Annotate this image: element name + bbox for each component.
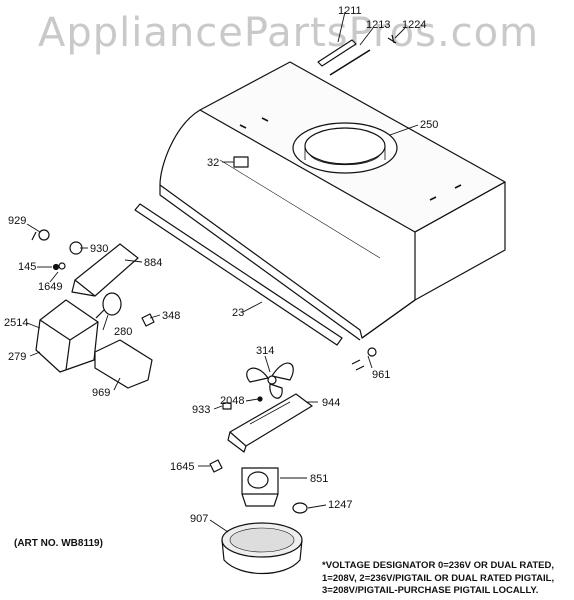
label-145: 145 bbox=[18, 261, 36, 273]
lamp-housing bbox=[35, 292, 122, 373]
round-filter bbox=[221, 522, 303, 575]
label-969: 969 bbox=[92, 387, 110, 399]
art-number: (ART NO. WB8119) bbox=[14, 538, 103, 549]
part-1645 bbox=[209, 459, 223, 473]
light-lens bbox=[94, 339, 153, 389]
hood-body bbox=[159, 61, 506, 341]
part-1247 bbox=[292, 502, 308, 514]
label-944: 944 bbox=[322, 397, 340, 409]
part-933 bbox=[222, 402, 232, 410]
label-1213: 1213 bbox=[366, 19, 390, 31]
label-961: 961 bbox=[372, 369, 390, 381]
label-348: 348 bbox=[162, 310, 180, 322]
label-851: 851 bbox=[310, 473, 328, 485]
watermark: AppliancePartsPros.com bbox=[38, 10, 540, 56]
label-314: 314 bbox=[256, 345, 274, 357]
fan-blade bbox=[246, 362, 294, 399]
label-1247: 1247 bbox=[328, 499, 352, 511]
footnote-line: *VOLTAGE DESIGNATOR 0=236V OR DUAL RATED… bbox=[322, 560, 554, 571]
label-1224: 1224 bbox=[402, 19, 426, 31]
fan-motor bbox=[241, 467, 279, 507]
voltage-footnote: *VOLTAGE DESIGNATOR 0=236V OR DUAL RATED… bbox=[322, 560, 572, 598]
light-bracket bbox=[71, 243, 139, 297]
label-2514: 2514 bbox=[4, 317, 28, 329]
callout-labels: 1211 1213 1224 250 32 929 930 884 145 16… bbox=[4, 5, 438, 525]
leader-lines bbox=[26, 11, 419, 533]
footnote-line: 1=208V, 2=236V/PIGTAIL OR DUAL RATED PIG… bbox=[322, 572, 555, 584]
bracket-32 bbox=[233, 156, 249, 168]
footnote-line: 3=208V/PIGTAIL-PURCHASE PIGTAIL LOCALLY. bbox=[322, 585, 539, 596]
label-250: 250 bbox=[420, 119, 438, 131]
label-279: 279 bbox=[8, 351, 26, 363]
label-907: 907 bbox=[190, 513, 208, 525]
filter-strip bbox=[134, 203, 343, 346]
label-280: 280 bbox=[114, 326, 132, 338]
label-884: 884 bbox=[144, 257, 162, 269]
label-1211: 1211 bbox=[338, 5, 362, 17]
part-2048 bbox=[257, 396, 263, 402]
clip-348 bbox=[141, 313, 155, 327]
label-1649: 1649 bbox=[38, 281, 62, 293]
label-2048: 2048 bbox=[220, 395, 244, 407]
label-930: 930 bbox=[90, 243, 108, 255]
motor-bracket bbox=[227, 393, 313, 453]
label-933: 933 bbox=[192, 404, 210, 416]
label-929: 929 bbox=[8, 215, 26, 227]
damper-parts bbox=[317, 34, 397, 76]
lamp-socket-parts bbox=[31, 229, 83, 271]
label-32: 32 bbox=[207, 157, 219, 169]
label-23: 23 bbox=[232, 307, 244, 319]
screws-961 bbox=[351, 347, 377, 371]
label-1645: 1645 bbox=[170, 461, 194, 473]
